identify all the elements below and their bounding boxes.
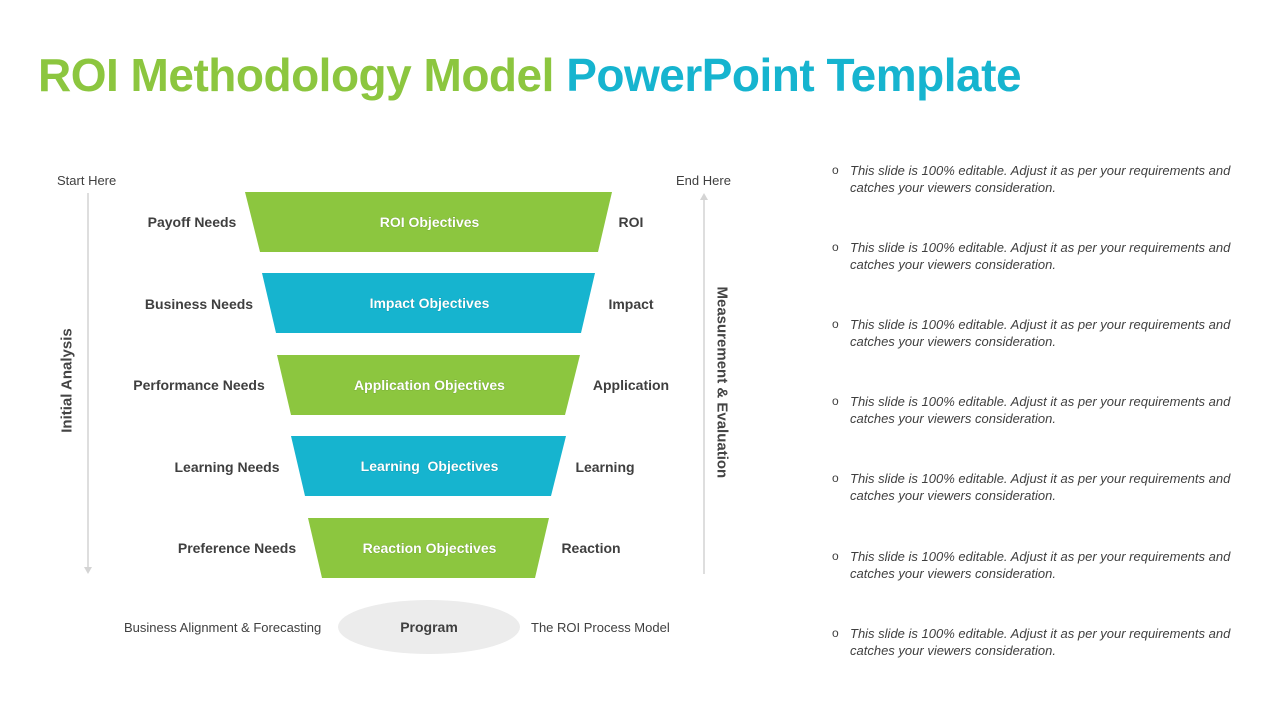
funnel-level-roi: [245, 192, 612, 252]
objective-label-reaction: Reaction Objectives: [363, 540, 497, 556]
result-label-reaction: Reaction: [561, 540, 621, 556]
result-label-application: Application: [592, 377, 670, 393]
funnel-level-reaction: [308, 518, 549, 578]
end-here-label: End Here: [676, 173, 731, 188]
start-here-label: Start Here: [57, 173, 117, 188]
objective-label-learning: Learning Objectives: [361, 458, 499, 474]
bullet-marker-icon: o: [832, 471, 839, 485]
bullet-marker-icon: o: [832, 549, 839, 563]
title-part-blue: PowerPoint Template: [566, 49, 1022, 101]
up-arrow-icon: [700, 193, 708, 200]
need-label-learning: Learning Needs: [174, 459, 280, 475]
need-label-payoff: Payoff Needs: [147, 214, 237, 230]
measurement-evaluation-label: Measurement & Evaluation: [713, 286, 731, 479]
objective-label-application: Application Objectives: [354, 377, 505, 393]
title-part-green: ROI Methodology Model: [38, 49, 554, 101]
result-label-impact: Impact: [608, 296, 654, 312]
funnel-level-impact: [262, 273, 595, 333]
result-label-learning: Learning: [575, 459, 635, 475]
bullet-marker-icon: o: [832, 626, 839, 640]
program-ellipse: Program: [338, 600, 520, 654]
slide-title: ROI Methodology Model PowerPoint Templat…: [38, 48, 1022, 102]
funnel-level-application: [277, 355, 580, 415]
program-label: Program: [400, 619, 458, 635]
bullet-marker-icon: o: [832, 163, 839, 177]
roi-process-model-label: The ROI Process Model: [531, 620, 670, 635]
objective-label-impact: Impact Objectives: [370, 295, 490, 311]
business-alignment-label: Business Alignment & Forecasting: [124, 620, 322, 635]
need-label-performance: Performance Needs: [133, 377, 265, 393]
bullet-marker-icon: o: [832, 394, 839, 408]
need-label-business: Business Needs: [144, 296, 254, 312]
objective-label-roi: ROI Objectives: [380, 214, 480, 230]
bullet-marker-icon: o: [832, 240, 839, 254]
bullet-marker-icon: o: [832, 317, 839, 331]
result-label-roi: ROI: [618, 214, 644, 230]
need-label-preference: Preference Needs: [177, 540, 297, 556]
down-arrow-icon: [84, 567, 92, 574]
funnel-level-learning: [291, 436, 566, 496]
initial-analysis-label: Initial Analysis: [58, 328, 76, 433]
